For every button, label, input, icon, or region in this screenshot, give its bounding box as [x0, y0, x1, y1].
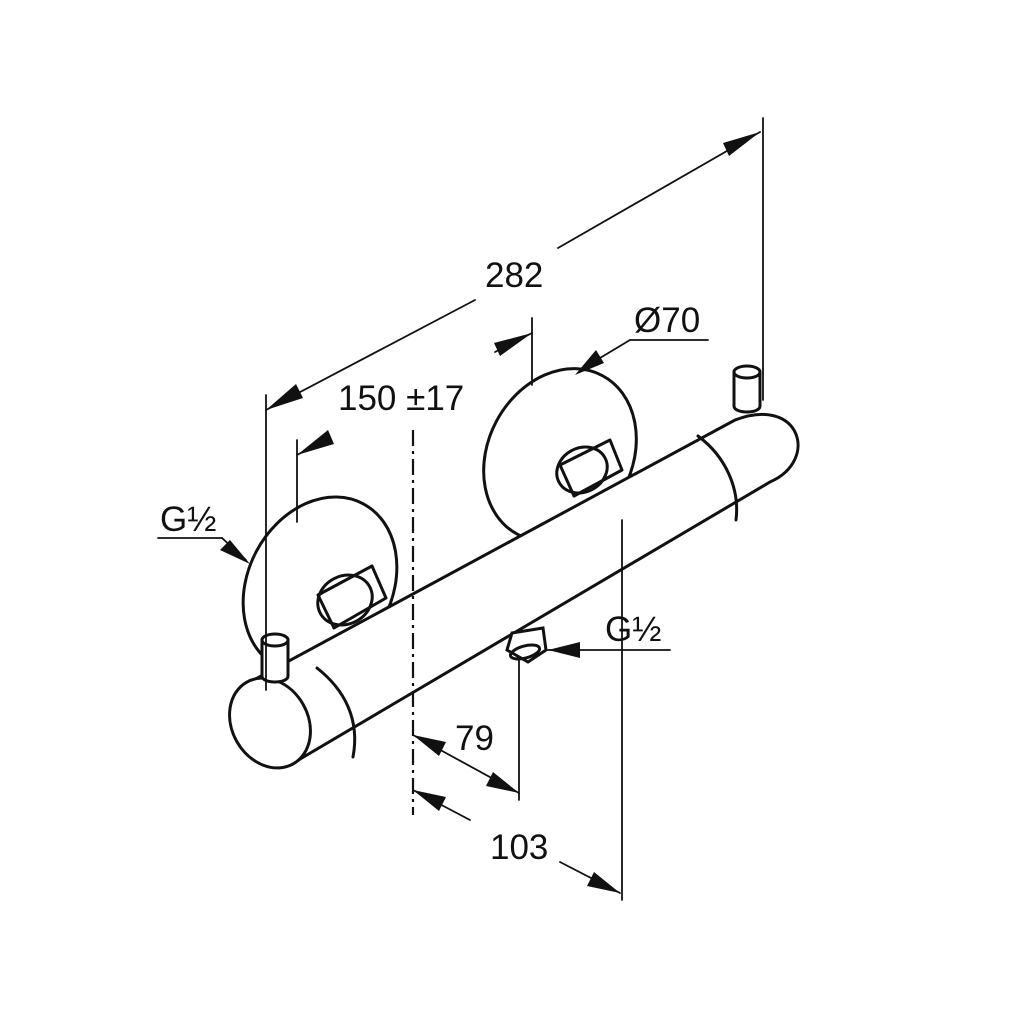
extension-lines [265, 117, 764, 901]
left-pin [260, 632, 290, 684]
dimension-inlet-thread [157, 537, 250, 564]
outlet-nipple [505, 626, 548, 664]
dimension-diameter [575, 339, 709, 375]
label-center-distance: 150 ±17 [338, 379, 464, 418]
label-total-projection: 103 [490, 828, 548, 867]
mixer-body [228, 412, 800, 770]
dimension-282 [265, 131, 761, 411]
label-overall-length: 282 [485, 256, 543, 295]
right-pin [732, 364, 762, 414]
dimension-103 [412, 789, 621, 894]
label-rosette-diameter: Ø70 [634, 301, 700, 340]
dimension-outlet-thread [547, 642, 671, 658]
thermostat-mixer-drawing [228, 364, 800, 770]
label-inlet-thread: G½ [160, 500, 216, 539]
dimension-150 [296, 332, 533, 456]
dimension-79 [412, 734, 520, 794]
label-outlet-thread: G½ [605, 610, 661, 649]
label-outlet-offset: 79 [455, 719, 494, 758]
